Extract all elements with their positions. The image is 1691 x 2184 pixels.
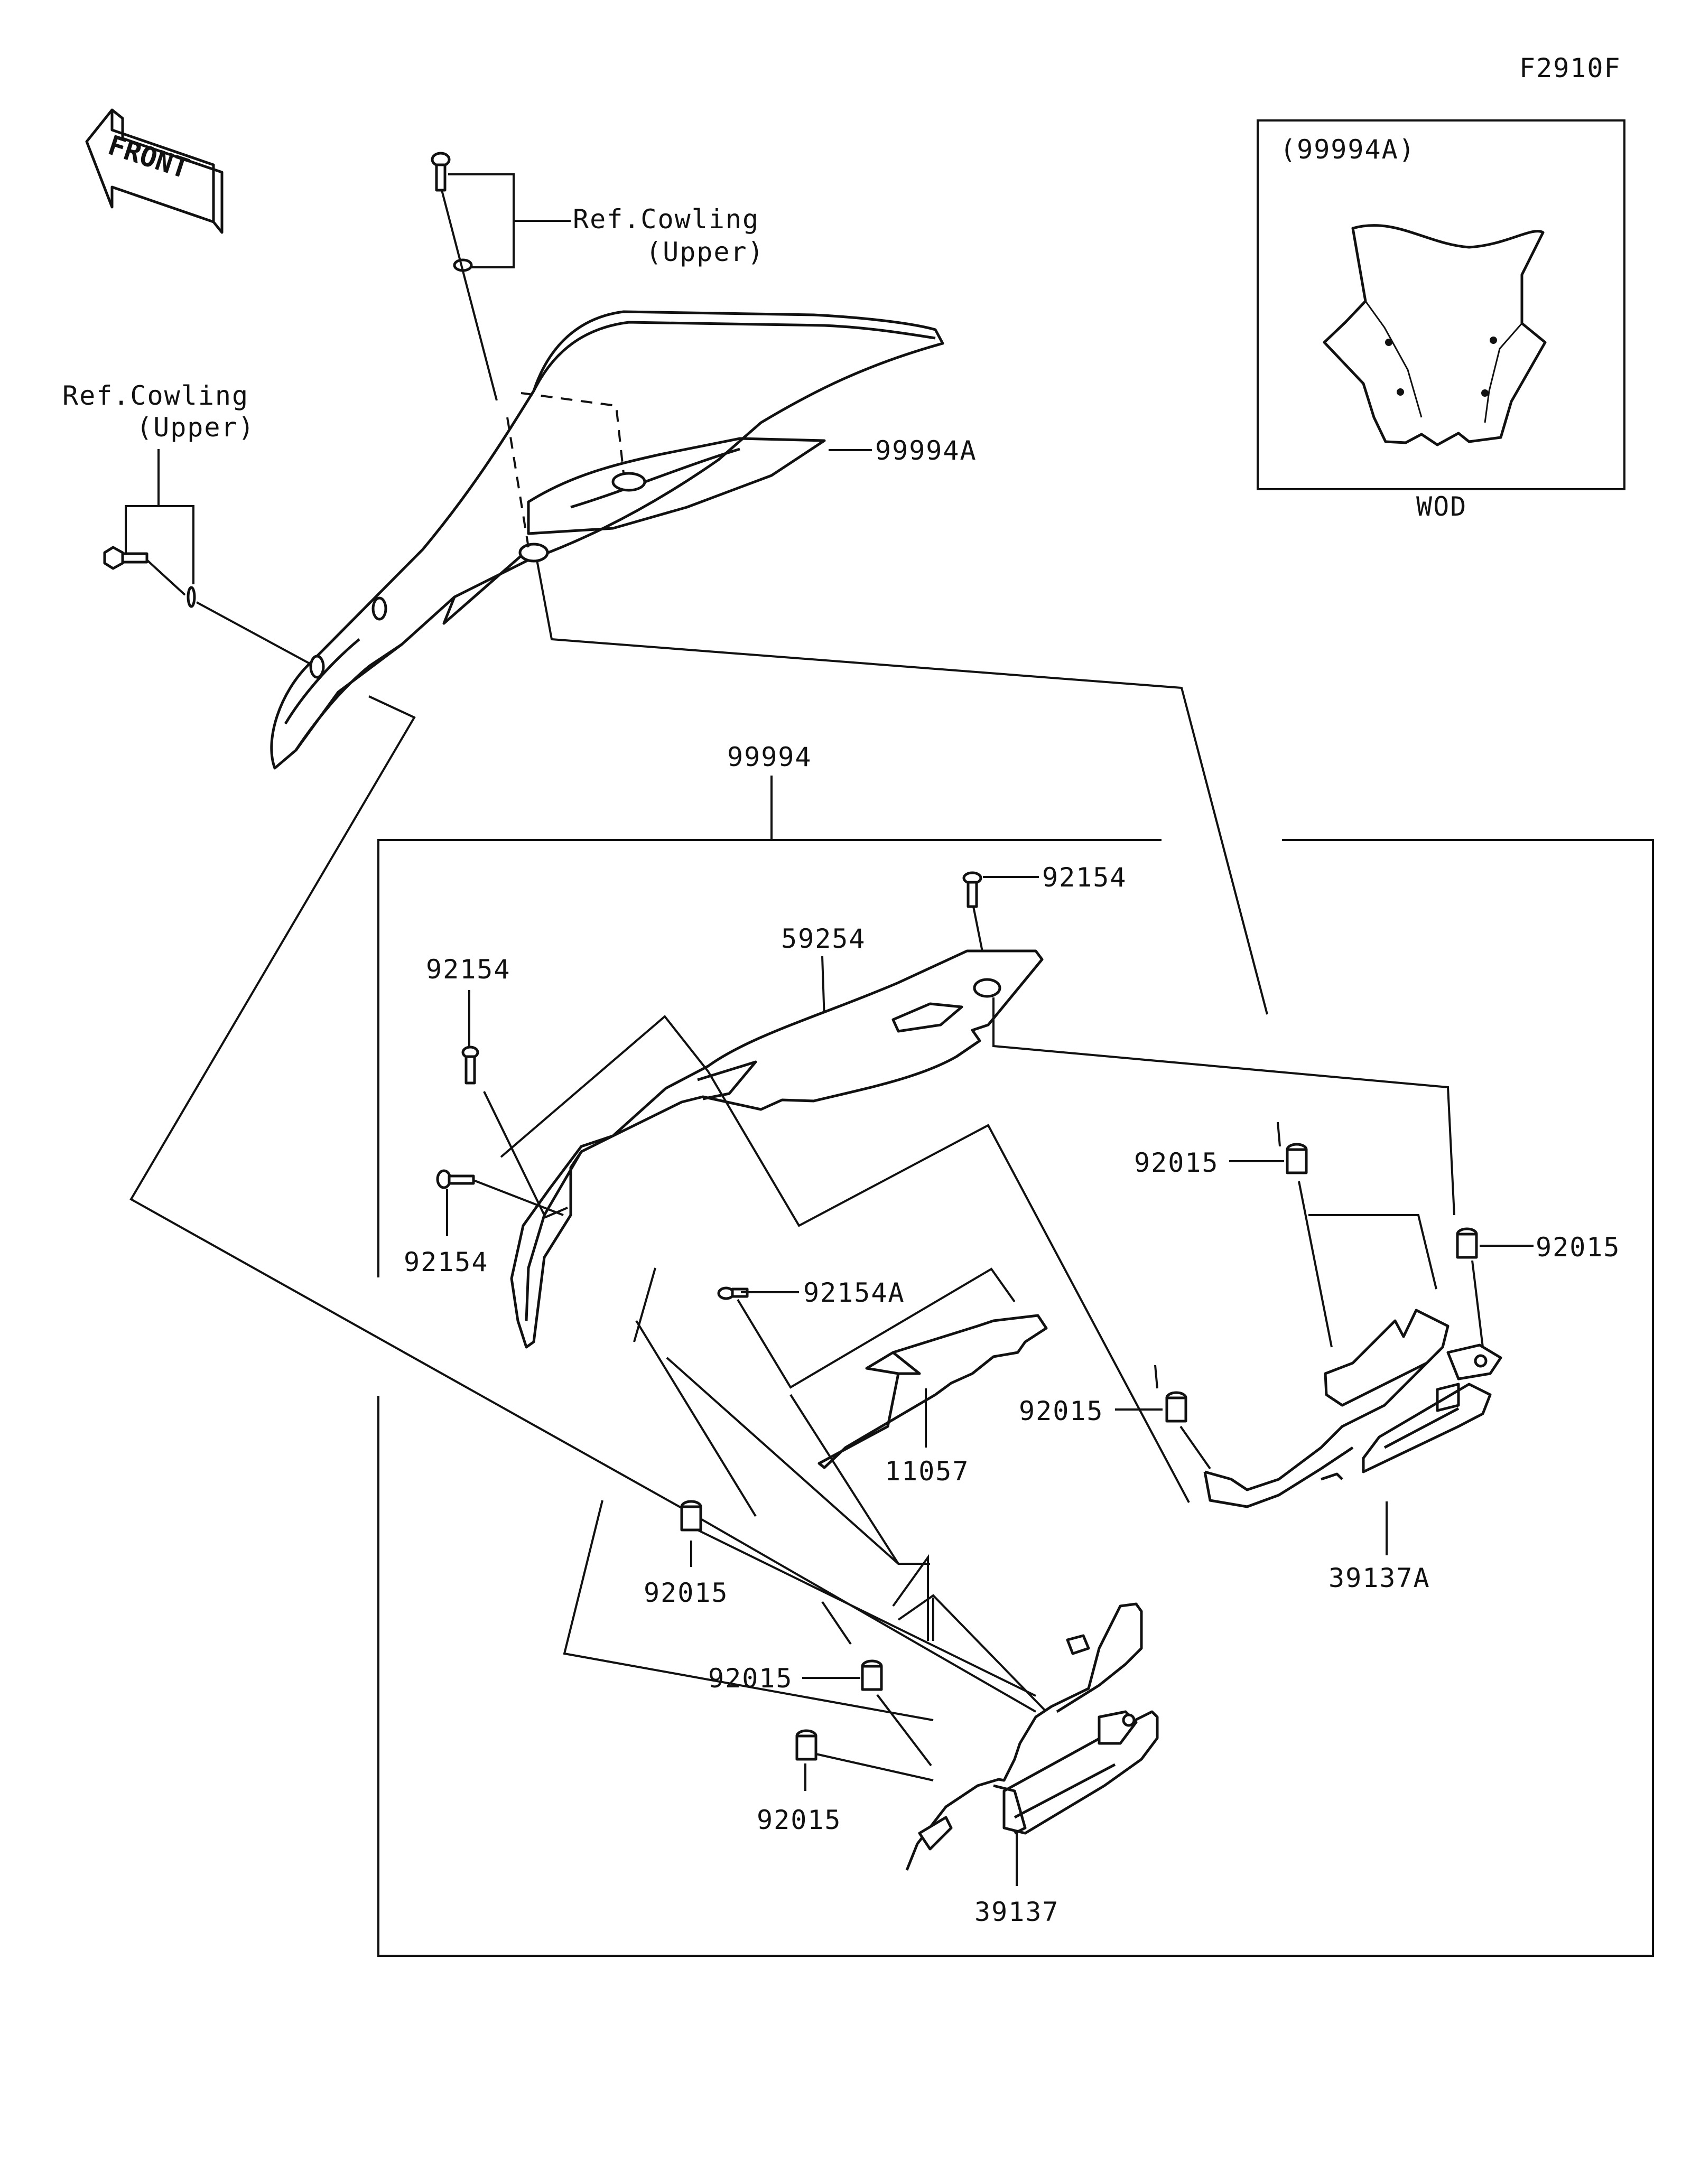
kit-group-frame [377, 839, 1654, 1957]
callout-92015-left-c: 92015 [757, 1805, 842, 1835]
grommet-icon [680, 1500, 702, 1532]
ref-label-line2: (Upper) [136, 412, 255, 443]
ref-cowling-upper-top: Ref.Cowling (Upper) [448, 173, 765, 268]
screw-icon [431, 152, 451, 192]
cover-part [510, 949, 1044, 1349]
callout-92015-left-a: 92015 [644, 1578, 729, 1608]
ref-cowling-upper-left: Ref.Cowling (Upper) [62, 380, 255, 584]
right-bracket-part [1203, 1309, 1502, 1508]
washer-icon [187, 586, 196, 608]
callout-92015-right-a: 92015 [1134, 1147, 1219, 1178]
shield-assembly [270, 310, 944, 770]
callout-99994: 99994 [727, 742, 812, 772]
callout-11057: 11057 [885, 1456, 970, 1487]
front-direction-arrow-icon: FRONT [85, 108, 224, 234]
grommet-icon [795, 1729, 817, 1761]
inset-title: (99994A) [1280, 134, 1416, 165]
diagram-code: F2910F [1519, 53, 1621, 83]
screw-icon [461, 1046, 479, 1085]
inset-caption: WOD [1416, 491, 1467, 522]
grommet-icon [1286, 1143, 1308, 1174]
bolt-icon [103, 546, 148, 570]
callout-92015-left-b: 92015 [708, 1663, 793, 1694]
callout-92015-center: 92015 [1019, 1396, 1104, 1426]
callout-92154-left-upper: 92154 [426, 954, 511, 985]
screw-icon [717, 1286, 749, 1300]
ref-label-line1: Ref.Cowling [62, 380, 249, 411]
ref-label-line1: Ref.Cowling [573, 204, 759, 235]
callout-92015-right-b: 92015 [1536, 1232, 1621, 1263]
callout-92154A: 92154A [803, 1277, 905, 1308]
screw-icon [962, 871, 982, 908]
screw-icon [436, 1169, 475, 1189]
callout-99994A: 99994A [875, 435, 977, 466]
callout-39137A: 39137A [1328, 1563, 1430, 1593]
windshield-hole [1490, 337, 1497, 344]
grommet-icon [1165, 1391, 1187, 1423]
callout-59254: 59254 [781, 923, 866, 954]
left-bracket-part [905, 1602, 1159, 1871]
windshield-hole [1481, 389, 1489, 397]
grommet-icon [1456, 1227, 1478, 1259]
bracket-plate-part [817, 1314, 1048, 1469]
windshield-hole [1397, 388, 1404, 396]
inset-windshield: (99994A) WOD [1257, 119, 1625, 522]
callout-39137: 39137 [974, 1897, 1060, 1927]
callout-92154-top: 92154 [1042, 862, 1127, 893]
callout-92154-left-lower: 92154 [404, 1247, 489, 1277]
grommet-icon [861, 1659, 883, 1691]
inset-frame [1257, 119, 1625, 490]
windshield-part-icon [1323, 224, 1547, 446]
ref-label-line2: (Upper) [646, 237, 765, 267]
windshield-hole [1385, 339, 1392, 346]
